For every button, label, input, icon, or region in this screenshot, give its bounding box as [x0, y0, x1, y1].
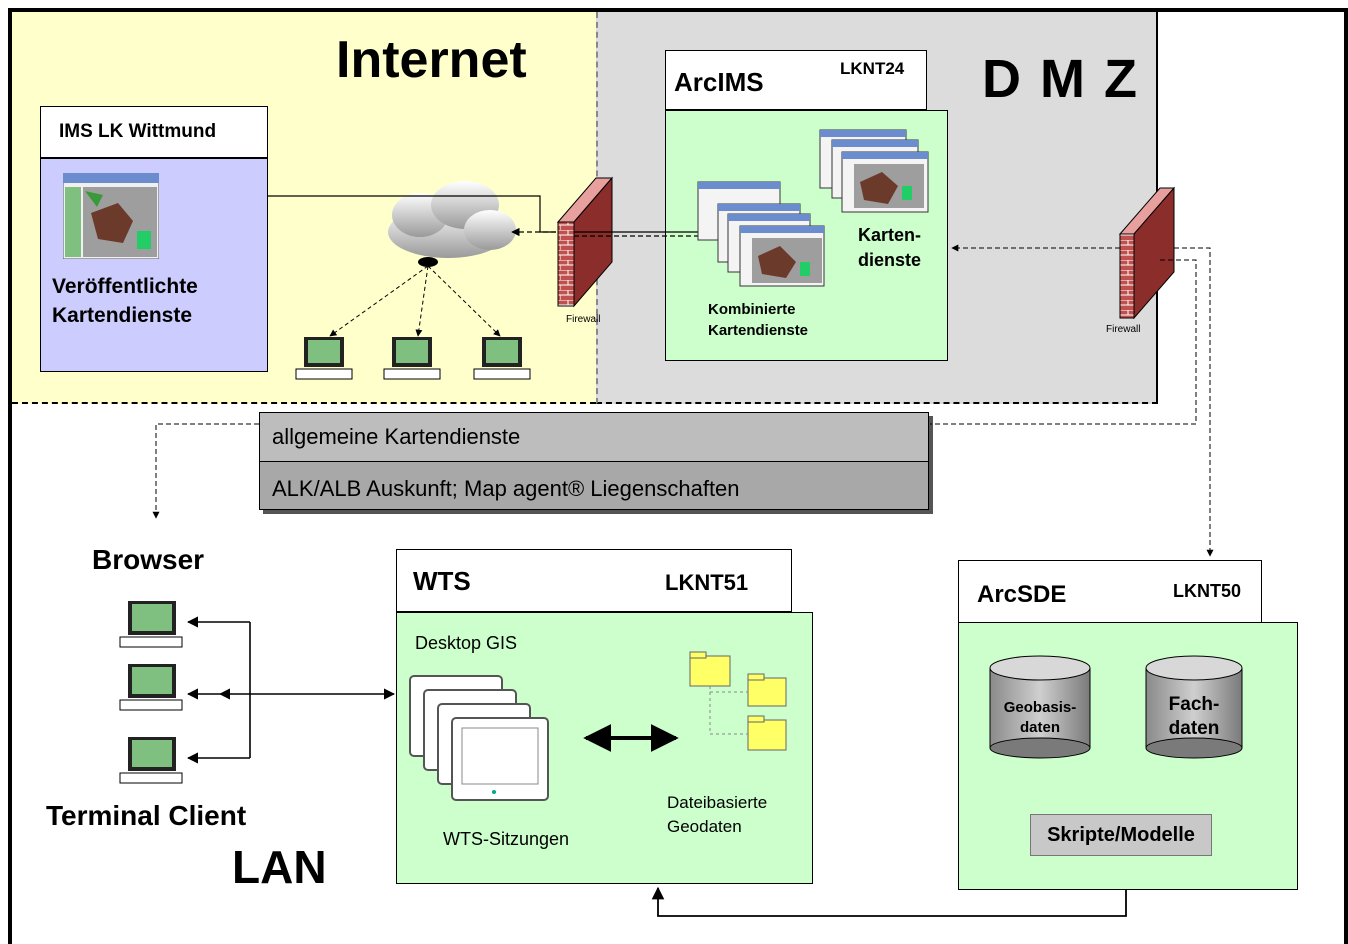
db2-line2: daten [1169, 718, 1220, 739]
band-line2: ALK/ALB Auskunft; Map agent® Liegenschaf… [272, 476, 740, 501]
map-stack-icon [819, 129, 929, 213]
services-band-row1 [259, 412, 929, 462]
laptop-icon [119, 664, 183, 711]
ims-body: Veröffentlichte Kartendienste [40, 158, 268, 372]
wts-files-line1: Dateibasierte [667, 793, 768, 812]
ims-caption-line2: Kartendienste [52, 304, 193, 327]
dmz-title: D M Z [982, 49, 1139, 109]
arcims-services-line1: Karten- [858, 225, 922, 245]
arcims-header: ArcIMS LKNT24 [665, 50, 927, 110]
arcims-combined-line2: Kartendienste [708, 322, 809, 339]
wts-files-line2: Geodaten [667, 817, 742, 836]
firewall-icon [556, 176, 614, 308]
band-line1: allgemeine Kartendienste [272, 424, 521, 449]
arcsde-title: ArcSDE [977, 581, 1067, 608]
laptop-icon [383, 337, 441, 380]
internet-title: Internet [336, 31, 527, 89]
arcsde-host: LKNT50 [1173, 581, 1242, 601]
lan-title: LAN [232, 841, 327, 893]
cloud-icon [388, 181, 516, 258]
frame-left [8, 8, 12, 944]
db1-line1: Geobasis- [1004, 699, 1077, 716]
database-icon [1145, 655, 1243, 759]
wts-host: LKNT51 [665, 570, 749, 595]
wts-title: WTS [413, 566, 471, 596]
browser-label: Browser [92, 544, 205, 575]
arcims-host: LKNT24 [840, 59, 905, 78]
laptop-icon [119, 737, 183, 784]
laptop-icon [473, 337, 531, 380]
db2-line1: Fach- [1169, 694, 1220, 715]
ims-title: IMS LK Wittmund [59, 121, 217, 142]
arcims-services-line2: dienste [858, 250, 922, 270]
map-stack-icon [697, 181, 825, 287]
session-screens-icon [409, 675, 549, 801]
wts-desktop-gis: Desktop GIS [415, 633, 518, 653]
arcims-combined-line1: Kombinierte [708, 301, 796, 318]
laptop-icon [295, 337, 353, 380]
ims-caption-line1: Veröffentlichte [52, 275, 198, 298]
frame-top [10, 8, 1348, 12]
wts-header: WTS LKNT51 [396, 549, 792, 612]
firewall-icon [1118, 186, 1176, 320]
map-thumbnail-icon [63, 173, 159, 259]
folder-icon [747, 715, 787, 751]
wts-sessions: WTS-Sitzungen [443, 829, 570, 849]
folder-icon [689, 651, 731, 687]
db1-line2: daten [1020, 719, 1060, 736]
laptop-icon [119, 601, 183, 648]
firewall-left-label: Firewall [566, 314, 600, 325]
hub-icon [418, 257, 438, 267]
ims-header: IMS LK Wittmund [40, 106, 268, 158]
frame-right [1344, 8, 1348, 944]
scripts-button: Skripte/Modelle [1030, 814, 1212, 856]
database-icon [989, 655, 1091, 759]
arcims-title: ArcIMS [674, 67, 764, 97]
terminal-client-label: Terminal Client [46, 800, 247, 831]
folder-icon [747, 673, 787, 707]
firewall-right-label: Firewall [1106, 324, 1140, 335]
